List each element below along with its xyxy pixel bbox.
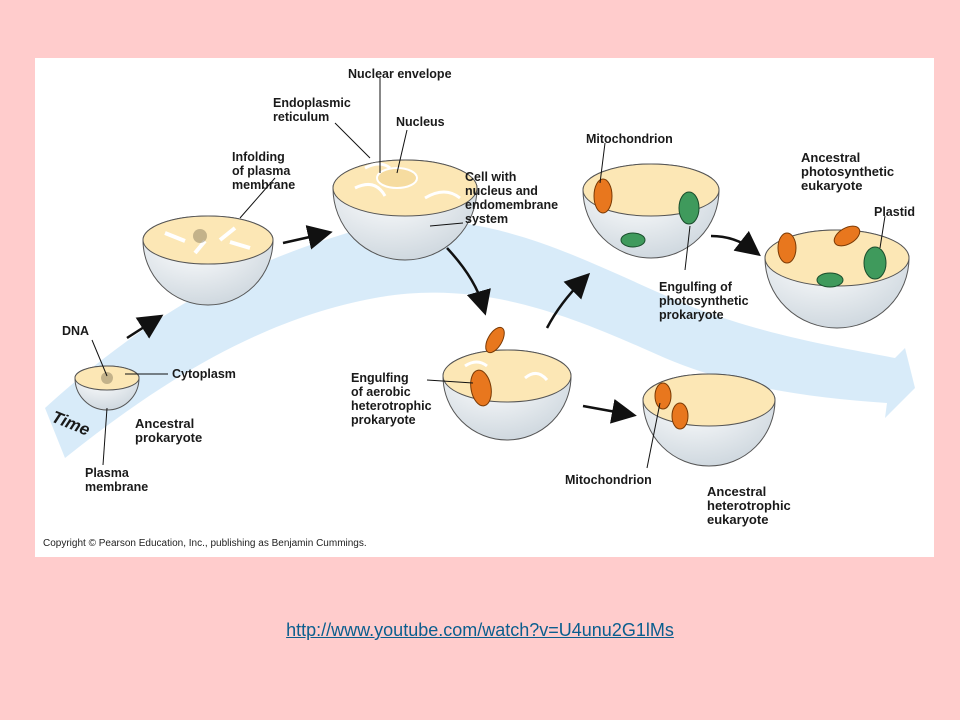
engulfing-aerobic-cell [442,326,572,441]
endosymbiosis-diagram: Nuclear envelope Endoplasmic reticulum N… [35,58,934,557]
label-ancestral-prokaryote: Ancestral prokaryote [135,416,203,445]
label-mitochondrion-bottom: Mitochondrion [565,473,652,487]
arrow-icon [582,399,637,424]
label-dna: DNA [62,324,90,338]
label-mitochondrion-top: Mitochondrion [586,132,673,146]
heterotrophic-eukaryote-cell [642,373,776,467]
arrow-icon [282,225,333,250]
label-nucleus: Nucleus [396,115,445,129]
ancestral-prokaryote-cell [74,365,140,411]
label-ancestral-photosynthetic: Ancestral photosynthetic eukaryote [801,150,895,193]
arrow-icon [126,314,164,340]
label-endoplasmic-reticulum: Endoplasmic reticulum [273,96,351,124]
label-engulfing-aerobic: Engulfing of aerobic heterotrophic proka… [351,371,432,427]
time-flow-band [45,220,915,458]
label-cytoplasm: Cytoplasm [172,367,236,381]
arrow-icon [545,272,591,329]
label-plastid: Plastid [874,205,915,219]
infolding-cell [142,215,274,306]
label-plasma-membrane: Plasma membrane [85,466,149,494]
label-nuclear-envelope: Nuclear envelope [348,67,452,81]
arrow-icon [446,247,491,316]
photosynthetic-eukaryote-cell [764,225,910,329]
youtube-link[interactable]: http://www.youtube.com/watch?v=U4unu2G1l… [286,620,674,640]
label-ancestral-heterotrophic: Ancestral heterotrophic eukaryote [707,484,791,527]
label-infolding: Infolding of plasma membrane [232,150,296,192]
label-cell-with-nucleus: Cell with nucleus and endomembrane syste… [465,170,559,226]
leader-lines [91,78,886,469]
mitochondrion-cell-top [582,163,720,259]
diagram-artwork [45,78,915,469]
label-engulfing-photosynthetic: Engulfing of photosynthetic prokaryote [659,280,749,322]
arrow-icon [710,230,761,257]
nucleated-cell [332,159,478,261]
copyright-notice: Copyright © Pearson Education, Inc., pub… [43,538,367,549]
